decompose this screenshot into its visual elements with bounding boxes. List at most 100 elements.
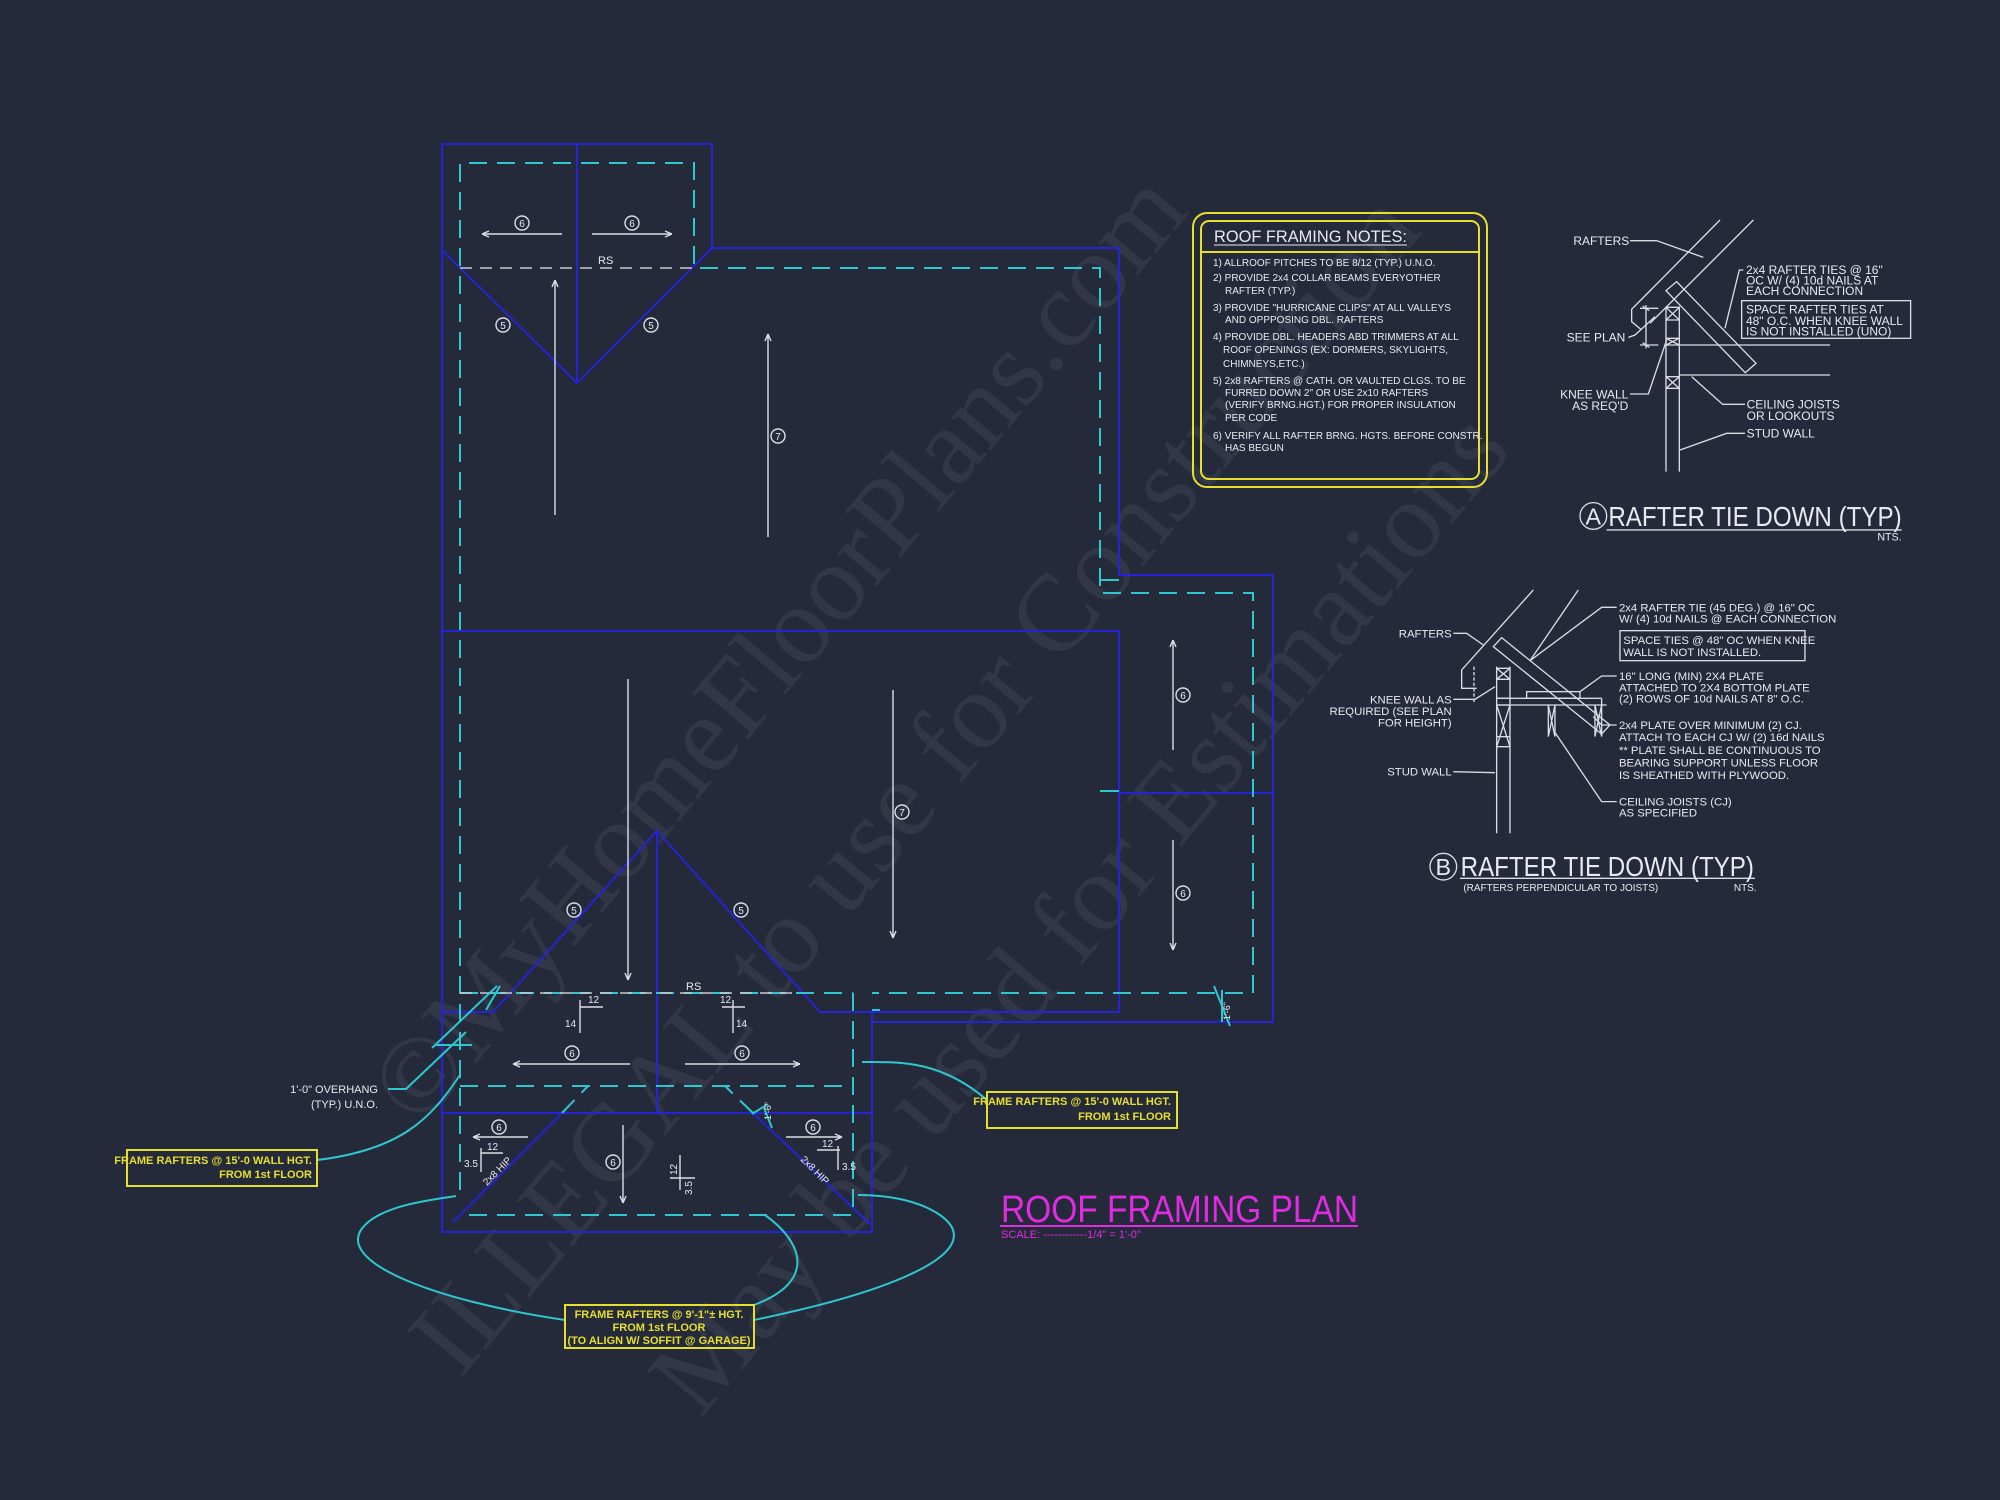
svg-text:6: 6 xyxy=(569,1049,575,1060)
svg-text:FRAME RAFTERS @ 15'-0 WALL HGT: FRAME RAFTERS @ 15'-0 WALL HGT. xyxy=(114,1155,312,1167)
pitch-rise: 14 xyxy=(565,1019,577,1030)
detail-b-title: RAFTER TIE DOWN (TYP) xyxy=(1461,851,1754,882)
svg-text:FROM 1st FLOOR: FROM 1st FLOOR xyxy=(613,1322,706,1334)
pitch-rise: 3.5 xyxy=(464,1159,478,1170)
label-knee-wall: KNEE WALL xyxy=(1560,387,1628,401)
label-knee-wall: KNEE WALL AS xyxy=(1370,694,1452,706)
callout-bottom: FRAME RAFTERS @ 9'-1"± HGT. FROM 1st FLO… xyxy=(357,1194,955,1349)
note-line: AND OPPPOSING DBL. RAFTERS xyxy=(1225,315,1384,326)
label-rafter-ties: 2x4 RAFTER TIES @ 16" xyxy=(1746,263,1883,277)
label-plate-cj: BEARING SUPPORT UNLESS FLOOR xyxy=(1619,758,1818,770)
label-spacing: SPACE TIES @ 48" OC WHEN KNEE xyxy=(1623,635,1815,647)
label-spacing: IS NOT INSTALLED (UNO) xyxy=(1746,325,1891,339)
svg-text:5: 5 xyxy=(500,321,506,332)
svg-text:6: 6 xyxy=(519,219,525,230)
svg-text:FROM 1st FLOOR: FROM 1st FLOOR xyxy=(219,1169,312,1181)
svg-text:FRAME RAFTERS @ 9'-1"± HGT.: FRAME RAFTERS @ 9'-1"± HGT. xyxy=(575,1309,744,1321)
note-line: 6) VERIFY ALL RAFTER BRNG. HGTS. BEFORE … xyxy=(1213,431,1483,442)
circle-7: 7 xyxy=(894,804,910,820)
roof-plan: RS RS 6 6 5 5 7 7 6 6 5 xyxy=(114,143,1358,1349)
detail-b-nts: NTS. xyxy=(1734,883,1757,894)
note-line: CHIMNEYS,ETC.) xyxy=(1223,359,1305,370)
detail-a-title: RAFTER TIE DOWN (TYP) xyxy=(1608,501,1901,532)
detail-a-nts: NTS. xyxy=(1877,532,1901,544)
svg-text:5: 5 xyxy=(648,321,654,332)
callout-right: FRAME RAFTERS @ 15'-0 WALL HGT. FROM 1st… xyxy=(861,1060,1178,1129)
pitch-run: 12 xyxy=(822,1139,834,1150)
note-line: ROOF OPENINGS (EX: DORMERS, SKYLIGHTS, xyxy=(1223,345,1448,356)
circle-5: 5 xyxy=(566,902,582,918)
callout-left: FRAME RAFTERS @ 15'-0 WALL HGT. FROM 1st… xyxy=(114,1074,461,1187)
label-plate: ATTACHED TO 2X4 BOTTOM PLATE xyxy=(1619,682,1810,694)
detail-b-marker: B xyxy=(1436,854,1452,880)
svg-text:1'-0" OVERHANG: 1'-0" OVERHANG xyxy=(290,1084,378,1096)
svg-text:7: 7 xyxy=(899,808,905,819)
circle-5: 5 xyxy=(643,317,659,333)
note-line: RAFTER (TYP.) xyxy=(1225,286,1295,297)
svg-text:5: 5 xyxy=(571,906,577,917)
plan-title: ROOF FRAMING PLAN xyxy=(1001,1189,1358,1231)
pitch-run: 12 xyxy=(669,1163,680,1175)
front-gable-lines xyxy=(442,630,1120,1013)
pitch-run: 12 xyxy=(588,995,600,1006)
note-line: 1) ALLROOF PITCHES TO BE 8/12 (TYP.) U.N… xyxy=(1213,258,1435,269)
label-plate-cj: ** PLATE SHALL BE CONTINUOUS TO xyxy=(1619,745,1821,757)
svg-text:6: 6 xyxy=(496,1123,502,1134)
rafter-size-markers: 6 6 5 5 7 7 6 6 5 5 6 6 6 6 6 xyxy=(491,215,1191,1170)
note-line: 5) 2x8 RAFTERS @ CATH. OR VAULTED CLGS. … xyxy=(1213,376,1466,387)
svg-text:6: 6 xyxy=(610,1158,616,1169)
circle-6: 6 xyxy=(605,1154,621,1170)
label-rafter-ties: OC W/ (4) 10d NAILS AT xyxy=(1746,274,1879,288)
wall-outline xyxy=(459,162,1254,1190)
svg-text:(TO ALIGN W/ SOFFIT @ GARAGE): (TO ALIGN W/ SOFFIT @ GARAGE) xyxy=(567,1335,750,1347)
circle-6: 6 xyxy=(734,1045,750,1061)
label-ceiling-joists: OR LOOKOUTS xyxy=(1747,409,1835,423)
circle-6: 6 xyxy=(805,1119,821,1135)
label-rafter-tie: W/ (4) 10d NAILS @ EACH CONNECTION xyxy=(1619,613,1836,625)
note-line: 3) PROVIDE "HURRICANE CLIPS" AT ALL VALL… xyxy=(1213,303,1451,314)
label-ceiling-joists: CEILING JOISTS (CJ) xyxy=(1619,797,1732,809)
label-spacing: 48" O.C. WHEN KNEE WALL xyxy=(1746,314,1903,328)
label-rafters: RAFTERS xyxy=(1573,234,1629,248)
svg-text:FROM 1st FLOOR: FROM 1st FLOOR xyxy=(1078,1111,1171,1123)
circle-6: 6 xyxy=(564,1045,580,1061)
garage-hip-lines xyxy=(452,1112,871,1225)
circle-5: 5 xyxy=(733,902,749,918)
detail-a: RAFTERS SEE PLAN KNEE WALL AS REQ'D 2x4 … xyxy=(1560,219,1912,544)
pitch-run: 12 xyxy=(487,1142,499,1153)
label-ceiling-joists: CEILING JOISTS xyxy=(1747,397,1840,411)
detail-a-marker: A xyxy=(1586,504,1602,530)
circle-6: 6 xyxy=(514,215,530,231)
rs-label: RS xyxy=(598,255,613,267)
label-knee-wall: FOR HEIGHT) xyxy=(1378,718,1452,730)
pitch-rise: 3.5 xyxy=(842,1162,856,1173)
label-plate: 16" LONG (MIN) 2X4 PLATE xyxy=(1619,671,1764,683)
rs-label-2: RS xyxy=(686,981,701,993)
circle-7: 7 xyxy=(770,428,786,444)
pitch-rise: 3.5 xyxy=(684,1181,695,1195)
svg-text:6: 6 xyxy=(629,219,635,230)
detail-b: RAFTERS KNEE WALL AS REQUIRED (SEE PLAN … xyxy=(1330,589,1836,894)
roof-framing-notes: ROOF FRAMING NOTES: 1) ALLROOF PITCHES T… xyxy=(1192,212,1488,488)
rafter-arrows xyxy=(472,230,1177,1204)
plan-scale: SCALE: ------------1/4" = 1'-0" xyxy=(1001,1229,1141,1241)
label-plate: (2) ROWS OF 10d NAILS AT 8" O.C. xyxy=(1619,694,1804,706)
label-knee-wall: REQUIRED (SEE PLAN xyxy=(1330,706,1452,718)
label-stud-wall: STUD WALL xyxy=(1747,426,1815,440)
circle-5: 5 xyxy=(495,317,511,333)
hip-continuation xyxy=(561,1085,754,1114)
overhang-note: 1'-0" OVERHANG (TYP.) U.N.O. xyxy=(290,1031,467,1111)
label-spacing: WALL IS NOT INSTALLED. xyxy=(1623,647,1761,659)
label-plate-cj: 2x4 PLATE OVER MINIMUM (2) CJ. xyxy=(1619,720,1802,732)
svg-text:(TYP.) U.N.O.: (TYP.) U.N.O. xyxy=(311,1099,378,1111)
circle-6: 6 xyxy=(1175,885,1191,901)
svg-text:7: 7 xyxy=(775,432,781,443)
note-line: HAS BEGUN xyxy=(1225,443,1284,454)
note-line: 2) PROVIDE 2x4 COLLAR BEAMS EVERYOTHER xyxy=(1213,273,1441,284)
wall-ticks xyxy=(872,579,1119,1011)
label-plate-cj: ATTACH TO EACH CJ W/ (2) 16d NAILS xyxy=(1619,732,1825,744)
note-line: FURRED DOWN 2" OR USE 2x10 RAFTERS xyxy=(1225,388,1428,399)
svg-text:6: 6 xyxy=(1180,691,1186,702)
roof-outline xyxy=(441,143,1274,1233)
